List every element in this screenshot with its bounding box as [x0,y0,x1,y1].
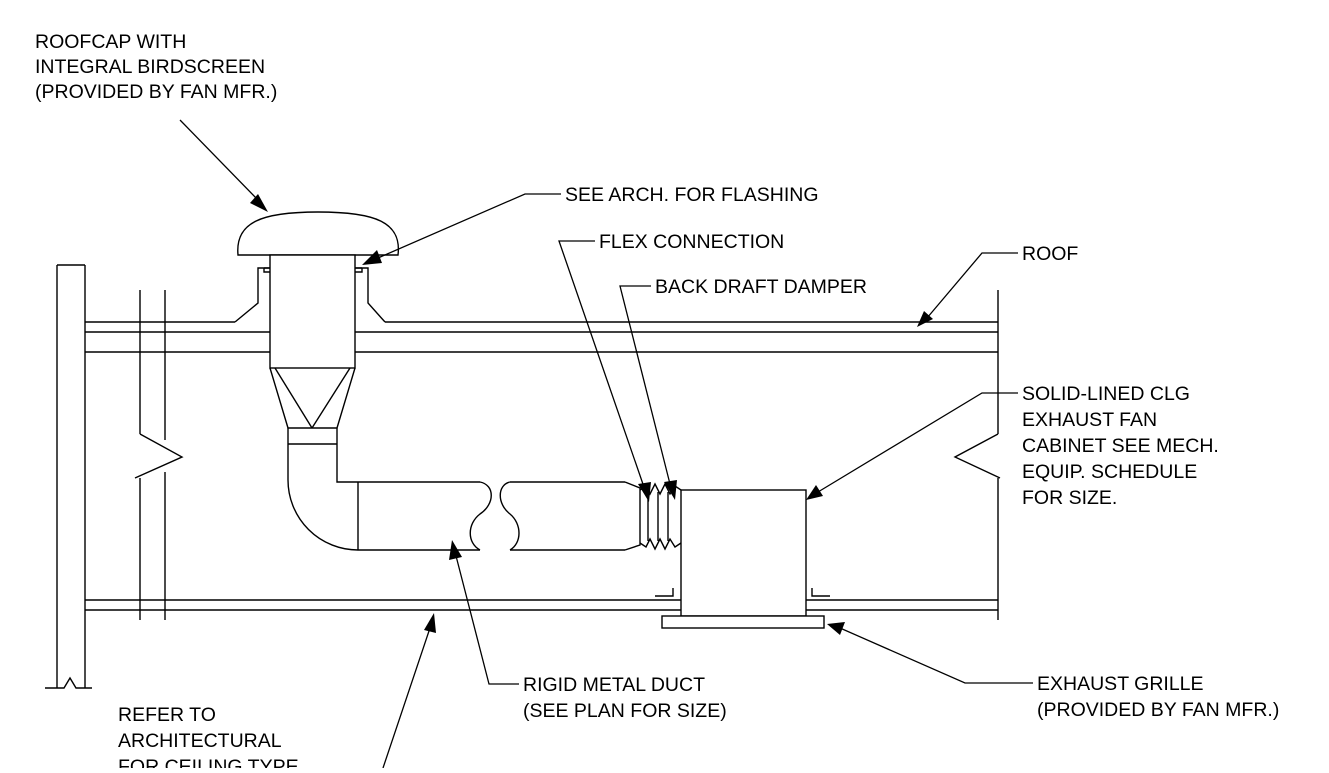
label-fan-line-1: SOLID-LINED CLG [1022,383,1190,405]
label-grille-line-2: (PROVIDED BY FAN MFR.) [1037,699,1279,721]
duct-elbow [287,443,492,551]
label-damper-line-1: BACK DRAFT DAMPER [655,276,867,298]
label-ceiling-line-1: REFER TO [118,704,216,726]
label-duct-line-1: RIGID METAL DUCT [523,674,705,696]
callout-labels: ROOFCAP WITH INTEGRAL BIRDSCREEN (PROVIDED… [35,31,1279,773]
flex-connection [639,482,682,551]
roof-curb-duct [263,254,363,369]
fan-cabinet [655,489,830,617]
label-grille-line-1: EXHAUST GRILLE [1037,673,1204,695]
label-flex-line-1: FLEX CONNECTION [599,231,784,253]
label-fan-line-4: EQUIP. SCHEDULE [1022,461,1197,483]
label-ceiling-line-3: FOR CEILING TYPE [118,756,299,768]
wall-structure [45,264,184,689]
label-roof-line-1: ROOF [1022,243,1078,265]
duct-horizontal [499,481,641,551]
label-fan-line-2: EXHAUST FAN [1022,409,1157,431]
label-roofcap-line-2: INTEGRAL BIRDSCREEN [35,56,265,78]
exhaust-grille [661,615,825,629]
roofcap [237,211,400,256]
label-duct-line-2: (SEE PLAN FOR SIZE) [523,700,727,722]
label-fan-line-5: FOR SIZE. [1022,487,1117,509]
label-flashing-line-1: SEE ARCH. FOR FLASHING [565,184,819,206]
label-roofcap-line-3: (PROVIDED BY FAN MFR.) [35,81,277,103]
label-fan-line-3: CABINET SEE MECH. [1022,435,1219,457]
leader-lines [179,119,1033,769]
label-roofcap-line-1: ROOFCAP WITH [35,31,186,53]
right-break-line [953,290,1001,620]
roof-structure [85,267,998,353]
duct-transition [269,367,356,444]
ceiling-structure [85,599,998,611]
label-ceiling-line-2: ARCHITECTURAL [118,730,282,752]
